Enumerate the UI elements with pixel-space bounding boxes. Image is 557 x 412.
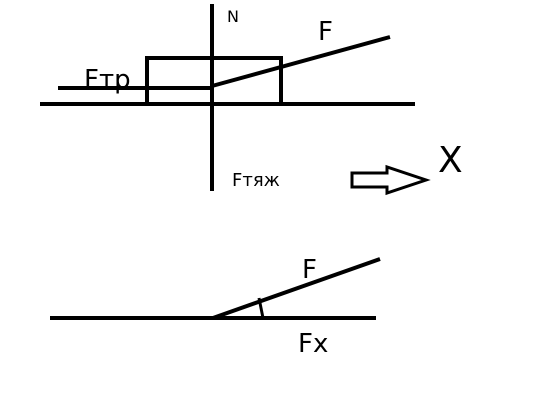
applied-force-vector-lower	[212, 257, 381, 320]
angle-marker	[257, 297, 265, 319]
gravity-force-label: Fтяж	[232, 170, 280, 191]
friction-force-label: Fтр	[84, 65, 131, 95]
x-axis-label: X	[438, 140, 463, 181]
applied-force-label: F	[318, 17, 333, 47]
normal-force-label: N	[227, 7, 239, 26]
direction-arrow	[350, 164, 431, 196]
applied-force-vector	[211, 35, 391, 88]
applied-force-label-lower: F	[302, 255, 317, 285]
x-component-label: Fx	[298, 329, 328, 359]
